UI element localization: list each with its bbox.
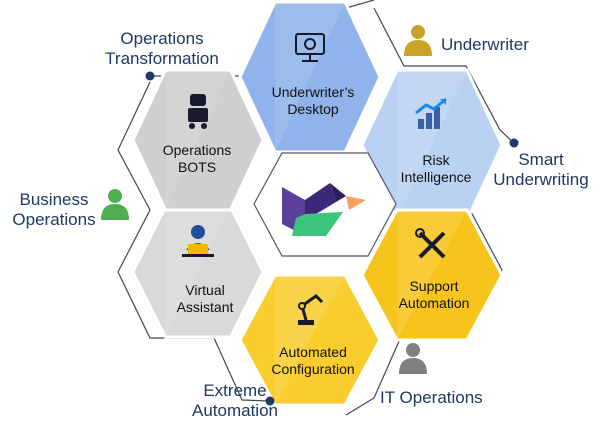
hexagon-risk — [360, 68, 504, 222]
connector-dot — [509, 138, 519, 148]
hexagon-sheen — [397, 70, 467, 220]
connector-dot — [265, 396, 275, 406]
connector-dot — [145, 71, 155, 81]
label-business-operations: Business Operations — [12, 190, 96, 229]
hexagon-sheen — [397, 210, 467, 340]
robotic-arm-icon — [298, 294, 324, 325]
hex-label-support: Support Automation — [398, 278, 470, 311]
hexagon-bots — [131, 68, 265, 212]
hexagon-shape — [360, 208, 504, 342]
person-icon — [404, 25, 432, 56]
hexagon-config — [238, 273, 382, 407]
label-operations-transformation: Operations Transformation — [105, 29, 219, 68]
label-underwriter: Underwriter — [441, 35, 529, 54]
outline-segment — [117, 81, 271, 402]
hex-label-desktop: Underwriter’s Desktop — [271, 84, 355, 117]
hexagon-assistant — [131, 205, 265, 339]
wrench-screwdriver-icon — [415, 228, 446, 259]
hex-label-risk: Risk Intelligence — [400, 152, 472, 185]
connector-dots — [145, 71, 519, 406]
robot-icon — [188, 94, 208, 129]
hex-label-assistant: Virtual Assistant — [176, 282, 234, 315]
hexagon-sheen — [275, 275, 345, 405]
person-icon — [101, 189, 129, 220]
person-icon — [399, 343, 427, 374]
hexagon-support — [360, 208, 504, 342]
label-extreme-automation: Extreme Automation — [192, 381, 278, 420]
hex-label-config: Automated Configuration — [271, 344, 355, 377]
center-hexagon — [253, 152, 397, 257]
hexagon-sheen — [165, 70, 231, 210]
hexagon-sheen — [275, 2, 345, 152]
hexagon-shape — [131, 68, 265, 212]
hexagon-sheen — [165, 207, 231, 337]
hexagon-desktop — [238, 0, 382, 154]
monitor-gear-icon — [295, 33, 325, 62]
label-it-operations: IT Operations — [380, 388, 483, 407]
hexagon-shape — [238, 273, 382, 407]
outline-segment — [373, 7, 515, 144]
user-laptop-icon — [182, 225, 214, 257]
hexagon-shape — [238, 0, 382, 154]
label-smart-underwriting: Smart Underwriting — [493, 150, 589, 189]
company-logo-icon — [282, 183, 366, 236]
hex-label-bots: Operations BOTS — [162, 142, 232, 175]
growth-chart-icon — [415, 97, 447, 129]
